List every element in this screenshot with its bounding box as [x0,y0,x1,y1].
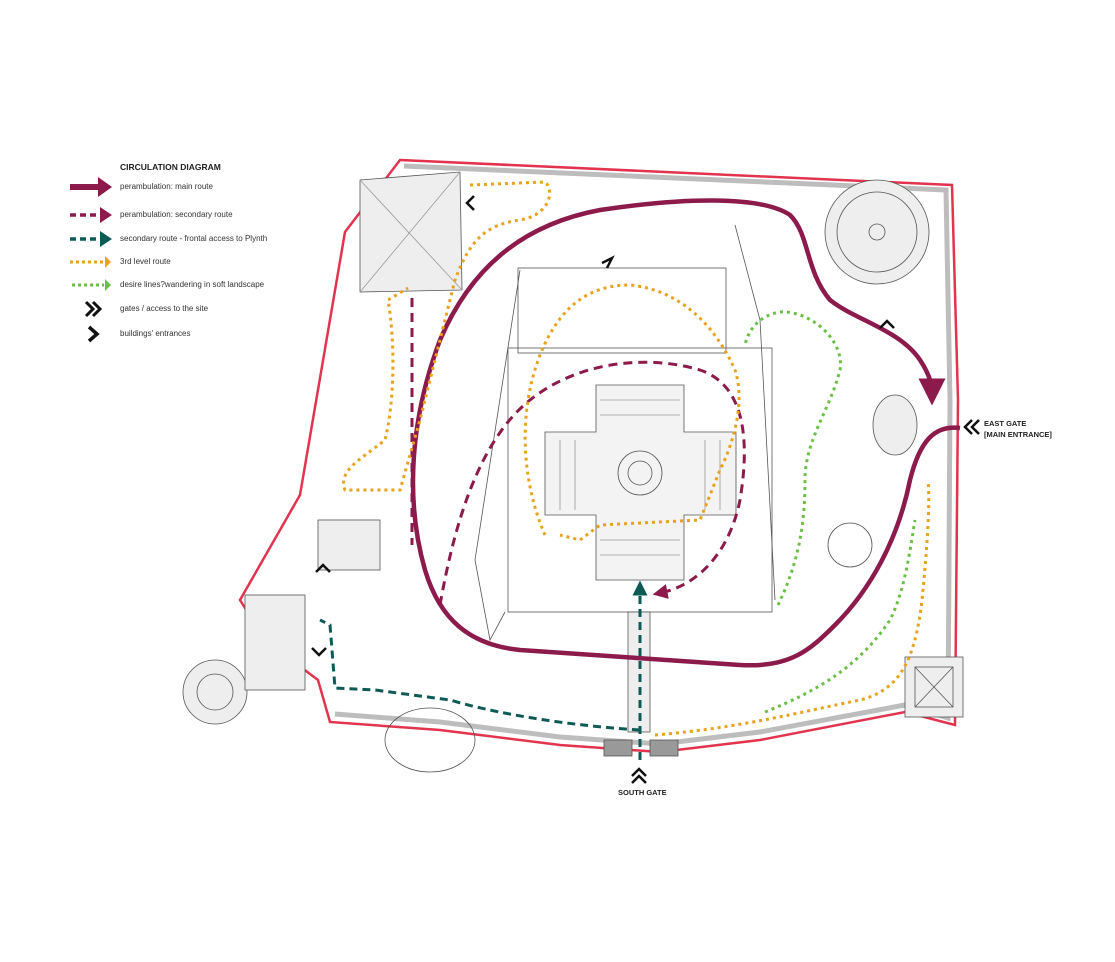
east-gate-label: EAST GATE [MAIN ENTRANCE] [984,418,1052,440]
south-gate-icon [631,767,647,784]
secondary-route-inner [438,360,746,606]
third-level-route-south [654,479,931,737]
solid-arrow-icon [70,177,112,197]
desire-line-east [743,310,842,606]
building-entrance-icons [311,195,895,657]
legend-item-plinth-access: secondary route - frontal access to Plyn… [68,229,328,249]
plinth-access-route-west [319,618,641,732]
legend-item-third-level: 3rd level route [68,252,328,272]
east-gate-name: EAST GATE [984,419,1027,428]
legend-item-gates: gates / access to the site [68,299,328,319]
east-gate-icon [963,419,980,435]
south-gate-label: SOUTH GATE [618,788,667,797]
double-chevron-icon [84,300,103,318]
legend-item-main-route: perambulation: main route [68,177,328,197]
perimeter-wall [334,163,953,747]
dotted-arrow-icon [70,256,111,268]
dashed-arrow-icon [70,207,112,223]
legend-item-entrances: buildings' entrances [68,324,328,344]
buildings [182,171,964,773]
legend-title: CIRCULATION DIAGRAM [120,162,221,172]
legend-item-secondary-route: perambulation: secondary route [68,205,328,225]
dashed-arrow-icon [70,231,112,247]
east-gate-subtitle: [MAIN ENTRANCE] [984,430,1052,439]
chevron-icon [87,325,100,343]
third-level-route-west [342,180,552,492]
legend-item-desire-lines: desire lines?wandering in soft landscape [68,275,328,295]
dotted-arrow-icon [72,279,111,291]
